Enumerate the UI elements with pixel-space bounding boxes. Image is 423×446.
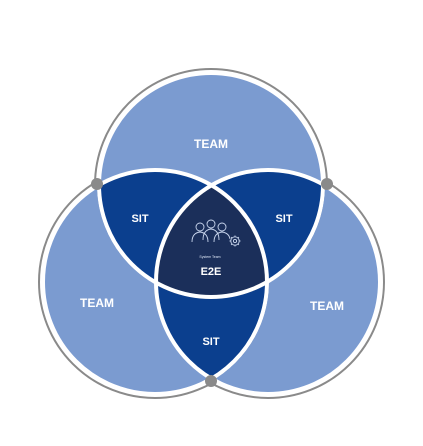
center-caption: System Team bbox=[199, 255, 220, 259]
sit-label-top-left: SIT bbox=[131, 213, 148, 225]
intersection-dot-left bbox=[91, 178, 103, 190]
separator-left bbox=[41, 168, 269, 396]
team-label-top: TEAM bbox=[194, 137, 228, 151]
intersection-dot-bottom bbox=[205, 375, 217, 387]
separator-right bbox=[154, 168, 382, 396]
team-label-right: TEAM bbox=[310, 299, 344, 313]
sit-label-top-right: SIT bbox=[275, 213, 292, 225]
team-gear-icon bbox=[191, 219, 241, 247]
center-label: E2E bbox=[201, 266, 222, 278]
intersection-dot-right bbox=[321, 178, 333, 190]
sit-label-bottom: SIT bbox=[202, 336, 219, 348]
team-label-left: TEAM bbox=[80, 296, 114, 310]
